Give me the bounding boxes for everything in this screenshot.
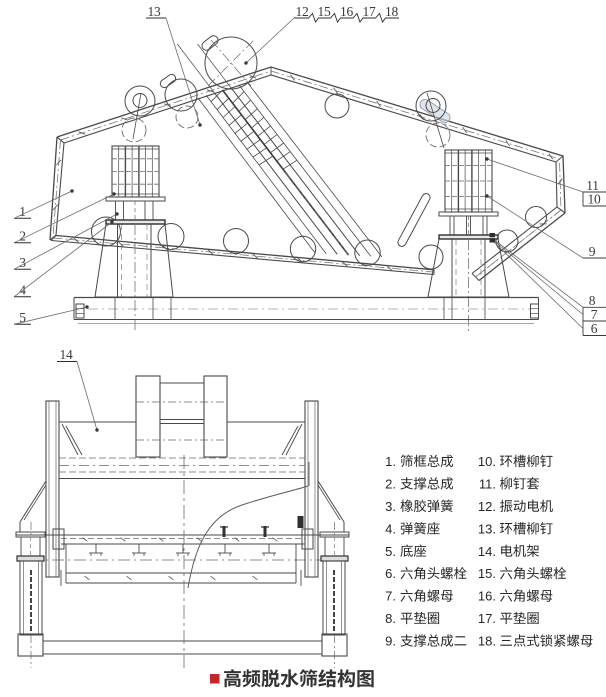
svg-text:10.: 10.: [478, 454, 496, 469]
svg-text:9.: 9.: [385, 634, 396, 649]
svg-text:13.: 13.: [478, 521, 496, 536]
svg-text:6: 6: [591, 321, 598, 336]
svg-text:2.: 2.: [385, 476, 396, 491]
svg-text:18: 18: [385, 4, 398, 19]
svg-text:12.: 12.: [478, 499, 496, 514]
svg-text:14: 14: [60, 347, 73, 362]
svg-text:7.: 7.: [385, 589, 396, 604]
svg-text:11.: 11.: [479, 476, 496, 491]
svg-text:15: 15: [318, 4, 331, 19]
svg-text:15.: 15.: [478, 566, 496, 581]
svg-text:2: 2: [19, 228, 25, 243]
svg-text:3.: 3.: [385, 499, 396, 514]
svg-text:8.: 8.: [385, 611, 396, 626]
svg-text:3: 3: [19, 255, 26, 270]
svg-text:5: 5: [19, 310, 26, 325]
svg-text:17.: 17.: [478, 611, 496, 626]
svg-text:1: 1: [19, 204, 25, 219]
svg-text:4.: 4.: [385, 521, 396, 536]
svg-text:7: 7: [591, 307, 598, 322]
svg-text:8: 8: [589, 293, 596, 308]
svg-text:13: 13: [148, 4, 161, 19]
svg-text:17: 17: [363, 4, 376, 19]
svg-text:12: 12: [296, 4, 309, 19]
svg-text:11: 11: [586, 178, 598, 193]
svg-text:18.: 18.: [478, 634, 496, 649]
svg-text:16: 16: [340, 4, 353, 19]
svg-text:5.: 5.: [385, 544, 396, 559]
svg-text:10: 10: [588, 191, 601, 206]
svg-text:9: 9: [589, 244, 596, 259]
svg-text:1.: 1.: [385, 454, 396, 469]
svg-text:14.: 14.: [478, 544, 496, 559]
svg-text:16.: 16.: [478, 589, 496, 604]
svg-text:6.: 6.: [385, 566, 396, 581]
